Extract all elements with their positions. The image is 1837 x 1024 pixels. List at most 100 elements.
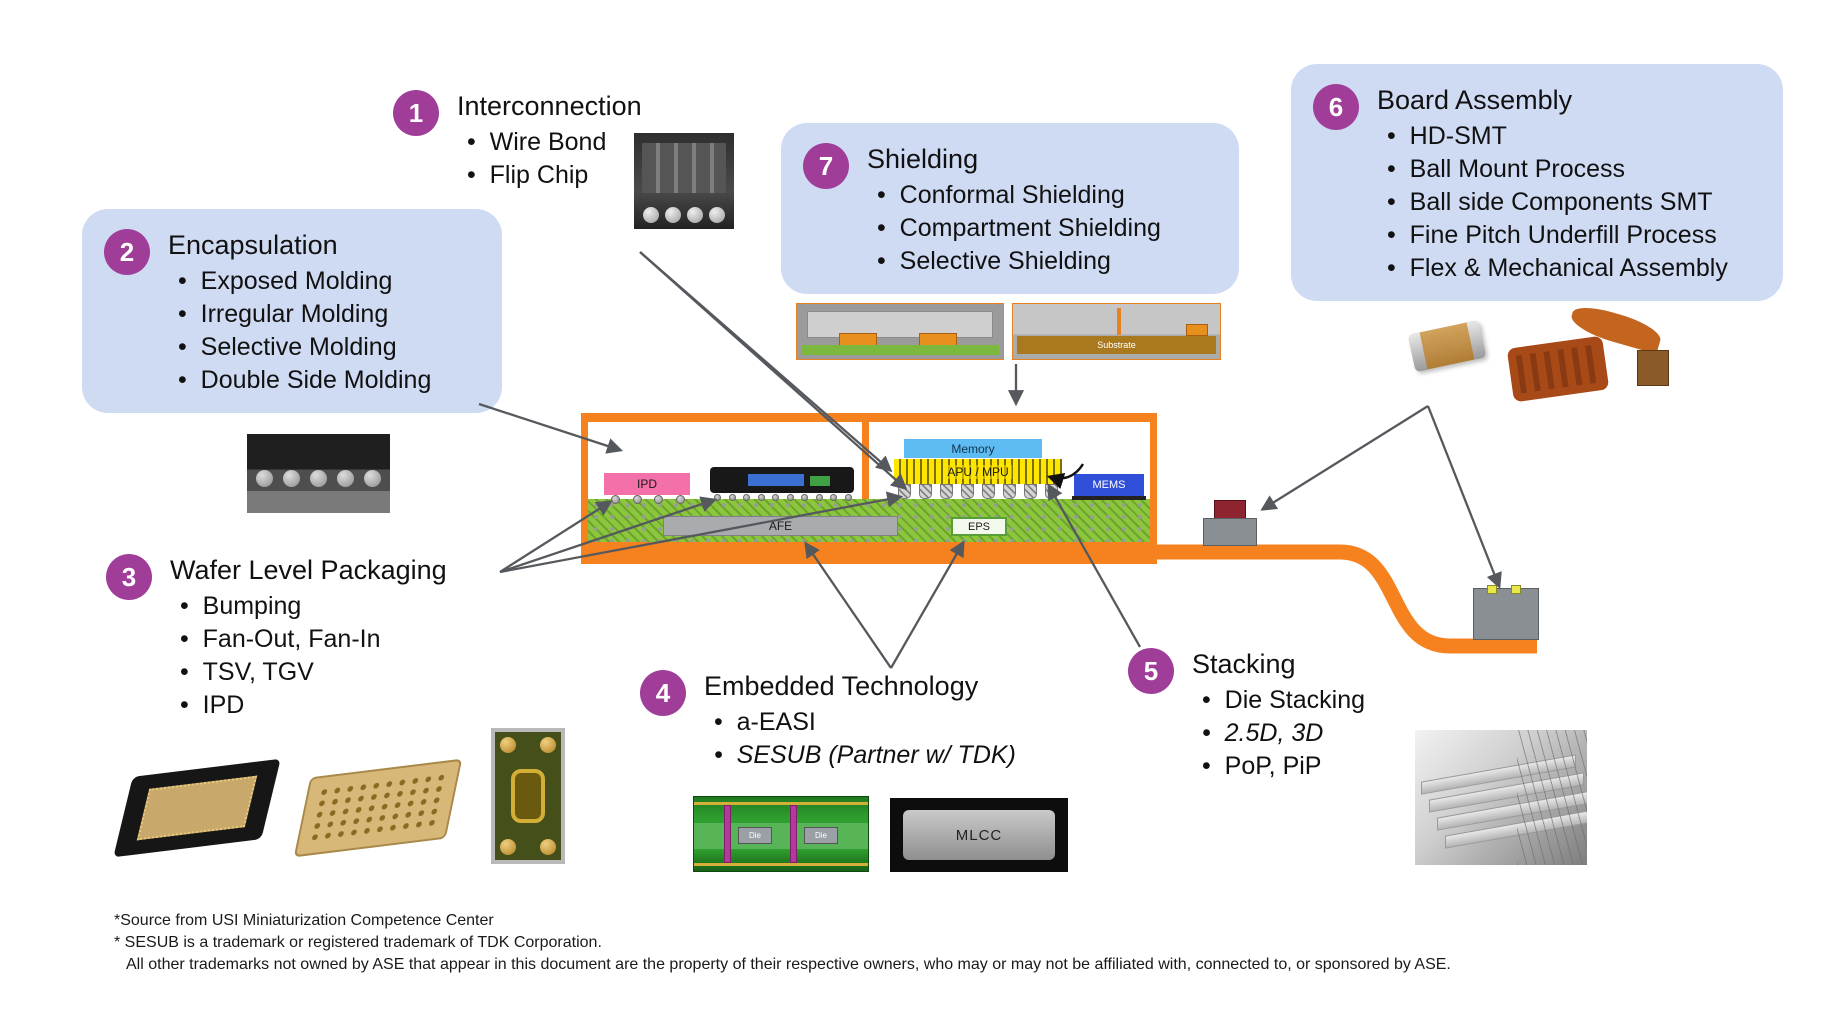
solder-ball [665,207,681,223]
solder-ball [801,494,809,501]
connector-pad [1511,585,1521,594]
capacitor-terminal [1407,332,1428,373]
module-right-shield [1150,413,1157,564]
apu-flip-chip-bumps [898,484,1058,499]
via [724,805,731,863]
callout-item: Double Side Molding [178,364,432,397]
ball-grid [307,771,449,845]
solder-ball [815,494,823,501]
callout-item: Bumping [180,590,447,623]
callout-item: Selective Molding [178,331,431,364]
callout-item: Wire Bond [467,126,642,159]
callout-body: Embedded Technology a-EASI SESUB (Partne… [704,668,1016,772]
flex-board [1506,335,1610,403]
callout-item: 2.5D, 3D [1202,717,1365,750]
flip-chip-bump [898,484,911,499]
callout-wafer-level-packaging: 3 Wafer Level Packaging Bumping Fan-Out,… [106,552,486,722]
connector-pad [1487,585,1497,594]
callout-list: Exposed Molding Irregular Molding Select… [178,265,432,397]
module-left-shield [581,413,588,564]
callout-body: Board Assembly HD-SMT Ball Mount Process… [1377,82,1728,285]
callout-item: Flex & Mechanical Assembly [1387,252,1728,285]
solder-ball [654,495,664,504]
copper-trace [694,802,868,805]
photo-molded-package [247,434,390,513]
solder-ball [256,470,273,487]
callout-item: Selective Shielding [877,245,1161,278]
step-badge-6: 6 [1313,84,1359,130]
solder-ball [743,494,751,501]
mems-base [1072,496,1146,500]
callout-item: Ball Mount Process [1387,153,1728,186]
callout-item: Ball side Components SMT [1387,186,1728,219]
component-chip [1186,324,1208,336]
callout-body: Wafer Level Packaging Bumping Fan-Out, F… [170,552,447,722]
solder-ball [675,495,685,504]
callout-title-stacking: Stacking [1192,649,1296,679]
callout-title-embedded-technology: Embedded Technology [704,671,979,701]
package-cross-section-diagram: IPD Memory APU / MPU MEMS AFE EPS [581,413,1157,564]
pcb-strip [801,345,999,355]
solder-ball-row [640,207,728,223]
gold-pad [500,737,516,753]
step-badge-4: 4 [640,670,686,716]
arrow-board-flex-2 [1426,405,1502,589]
solder-ball [786,494,794,501]
callout-list: a-EASI SESUB (Partner w/ TDK) [714,706,1016,772]
component-red-cap [1214,500,1246,520]
flex-mounted-component-red [1203,500,1257,546]
eps-block: EPS [951,517,1007,536]
callout-list: HD-SMT Ball Mount Process Ball side Comp… [1387,120,1728,285]
flex-end-connector [1473,585,1539,640]
footer-line-source: *Source from USI Miniaturization Compete… [114,912,494,929]
copper-trace [694,863,868,866]
photo-die-stack [1415,730,1587,865]
photo-compartment-shielding: Substrate [1012,303,1221,360]
gold-pad [500,839,516,855]
core-band [694,823,868,849]
embedded-die: Die [804,827,838,844]
callout-item: Compartment Shielding [877,212,1161,245]
flip-chip-bump [961,484,974,499]
flip-chip-bump [919,484,932,499]
photo-wire-bond-package [634,133,734,229]
photo-wlp-package-black [113,757,281,858]
callout-item: Exposed Molding [178,265,431,298]
substrate-band: Substrate [1017,336,1216,354]
callout-board-assembly: 6 Board Assembly HD-SMT Ball Mount Proce… [1291,64,1783,301]
callout-list: Conformal Shielding Compartment Shieldin… [877,179,1161,278]
die-blue [748,474,804,486]
photo-mlcc-cross-section: MLCC [890,798,1068,872]
apu-mpu-label: APU / MPU [944,464,1012,479]
callout-item: PoP, PiP [1202,750,1365,783]
callout-encapsulation: 2 Encapsulation Exposed Molding Irregula… [82,209,502,413]
callout-body: Encapsulation Exposed Molding Irregular … [168,227,431,397]
callout-interconnection: 1 Interconnection Wire Bond Flip Chip [393,88,723,192]
callout-item: TSV, TGV [180,656,447,689]
die-pad [136,775,258,841]
capacitor-terminal [1466,319,1487,360]
afe-block: AFE [663,516,898,536]
component-gray-base [1203,518,1257,546]
photo-conformal-shielding [796,303,1004,360]
callout-item: Conformal Shielding [877,179,1161,212]
callout-embedded-technology: 4 Embedded Technology a-EASI SESUB (Part… [640,668,1070,772]
solder-ball [709,207,725,223]
package-body [642,143,726,193]
footer-line-trademark: * SESUB is a trademark or registered tra… [114,934,602,951]
solder-ball [283,470,300,487]
solder-ball [844,494,852,501]
mems-block: MEMS [1074,474,1144,496]
callout-item: IPD [180,689,447,722]
apu-mpu-block: APU / MPU [894,459,1062,484]
callout-list: Wire Bond Flip Chip [467,126,642,192]
flex-connector [1637,350,1669,386]
solder-ball [643,207,659,223]
callout-item: a-EASI [714,706,1016,739]
package-top [113,758,281,858]
solder-ball [687,207,703,223]
ipd-block: IPD [604,473,690,495]
callout-title-wafer-level-packaging: Wafer Level Packaging [170,555,447,585]
solder-ball [728,494,736,501]
mold-body [807,311,993,338]
